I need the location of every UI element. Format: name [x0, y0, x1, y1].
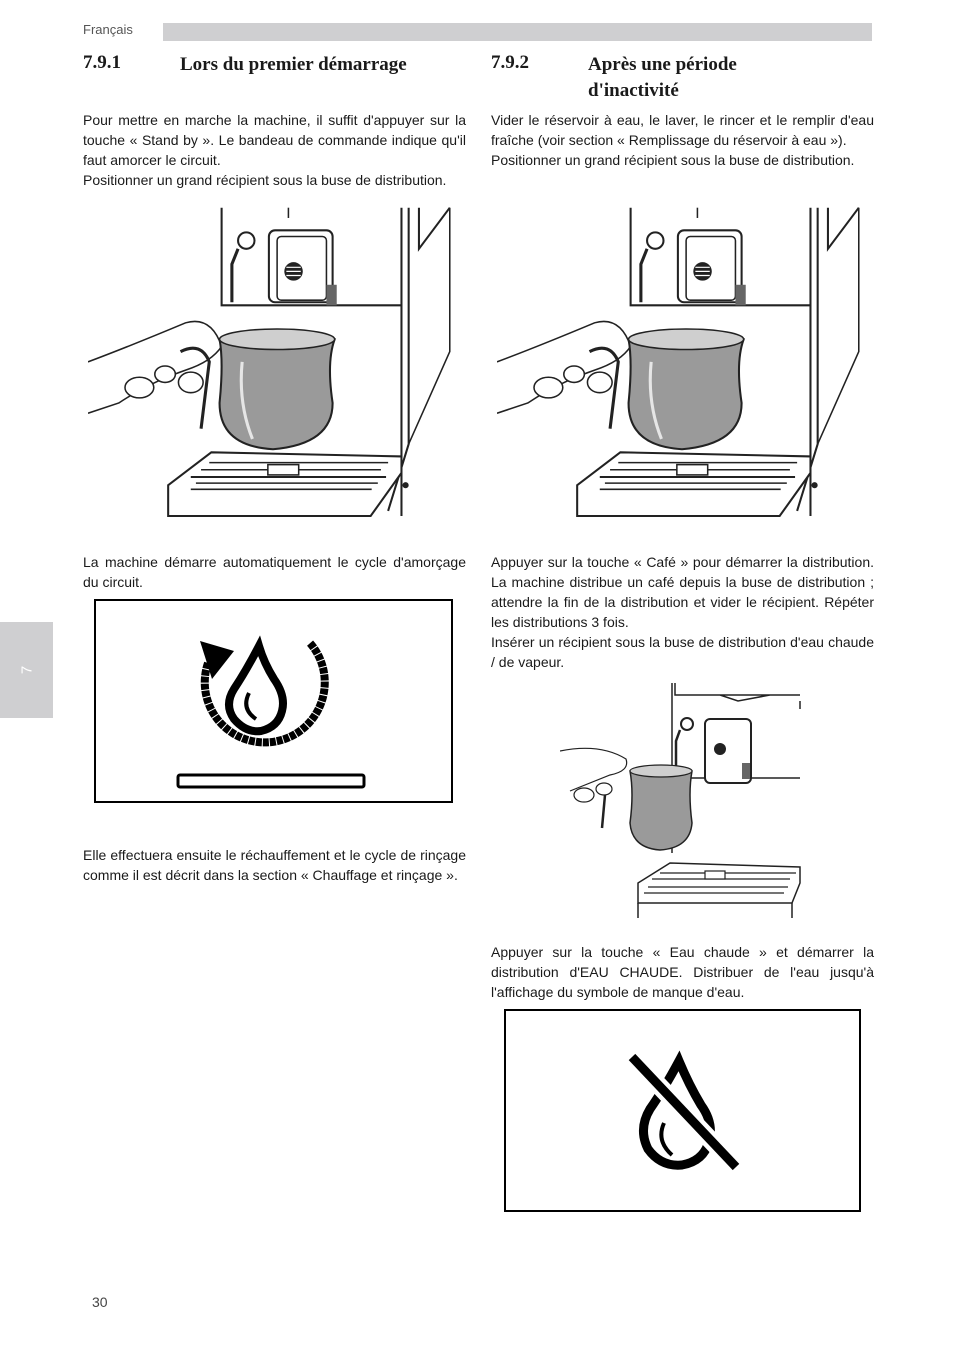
- right-coffee-p1: Appuyer sur la touche « Café » pour déma…: [491, 554, 874, 630]
- no-water-icon: [625, 1050, 743, 1174]
- right-coffee-p2: Insérer un récipient sous la buse de dis…: [491, 634, 874, 670]
- section-title-right: Après une période d'inactivité: [588, 52, 737, 104]
- right-intro-p1: Vider le réservoir à eau, le laver, le r…: [491, 112, 874, 148]
- priming-cycle-icon: [176, 635, 366, 789]
- machine-with-jug-illustration-right: [497, 207, 861, 518]
- machine-with-jug-illustration-left: [88, 207, 452, 518]
- machine-hot-water-illustration: [560, 683, 801, 918]
- right-coffee-text: Appuyer sur la touche « Café » pour déma…: [491, 552, 874, 672]
- left-intro-p1: Pour mettre en marche la machine, il suf…: [83, 112, 466, 168]
- right-hot-water-text: Appuyer sur la touche « Eau chaude » et …: [491, 944, 874, 1000]
- left-heating-text: Elle effectuera ensuite le réchauffement…: [83, 847, 466, 883]
- section-number-left: 7.9.1: [83, 52, 121, 73]
- section-title-right-line2: d'inactivité: [588, 80, 679, 101]
- chapter-tab-number: 7: [18, 665, 35, 675]
- display-priming: [94, 599, 453, 803]
- display-no-water: [504, 1009, 861, 1212]
- section-title-right-line1: Après une période: [588, 54, 737, 75]
- right-intro: Vider le réservoir à eau, le laver, le r…: [491, 110, 874, 170]
- header-bar: [163, 23, 872, 41]
- page-number: 30: [92, 1294, 108, 1310]
- left-intro: Pour mettre en marche la machine, il suf…: [83, 110, 466, 190]
- section-title-left: Lors du premier démarrage: [180, 54, 407, 75]
- chapter-tab: 7: [0, 622, 53, 718]
- left-priming-text: La machine démarre automatiquement le cy…: [83, 554, 466, 590]
- right-intro-p2: Positionner un grand récipient sous la b…: [491, 152, 855, 168]
- language-label: Français: [83, 22, 133, 37]
- section-number-right: 7.9.2: [491, 52, 529, 73]
- left-intro-p2: Positionner un grand récipient sous la b…: [83, 172, 447, 188]
